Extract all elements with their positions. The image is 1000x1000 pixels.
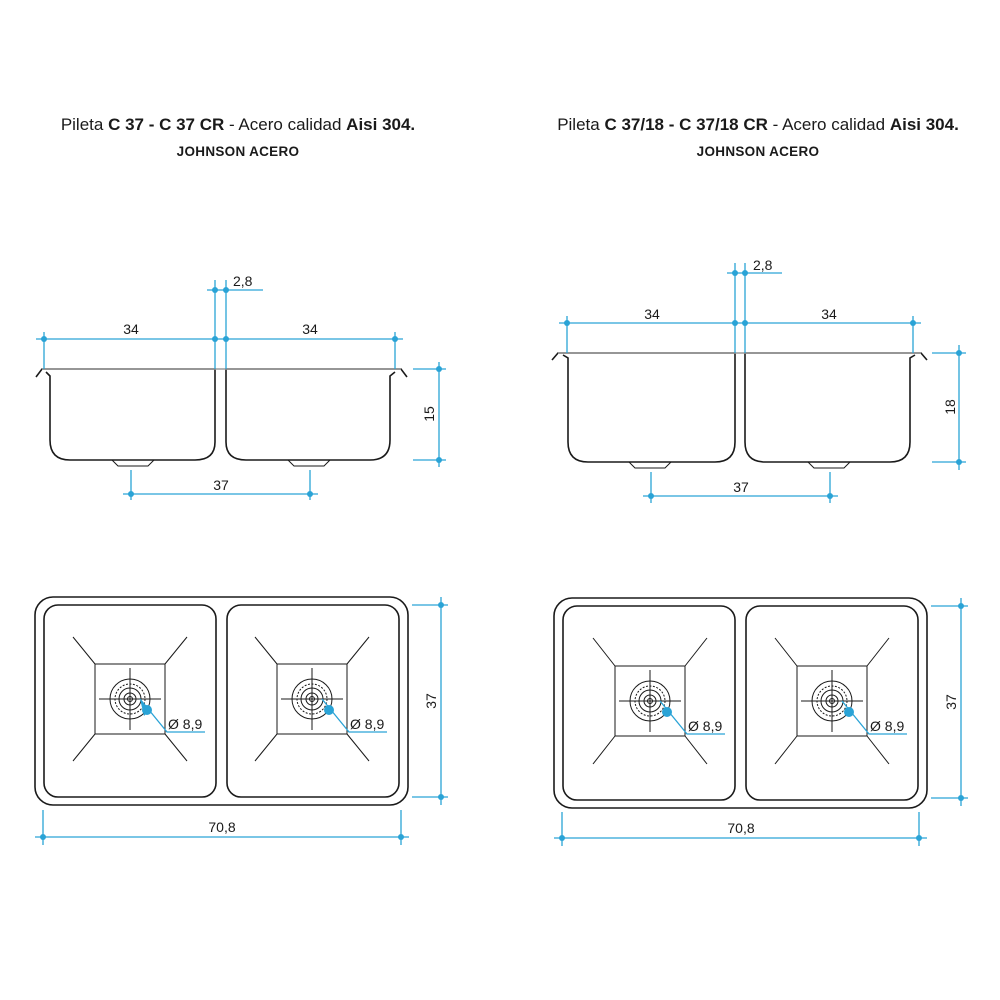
left-bowl-left-width: 34 [123,321,139,337]
right-drain-1-label: Ø 8,9 [688,718,722,734]
right-title: Pileta C 37/18 - C 37/18 CR - Acero cali… [557,115,959,134]
right-dim-length: 37 [931,598,968,806]
left-dim-length: 37 [412,597,448,805]
right-drain-2-label: Ø 8,9 [870,718,904,734]
left-dim-depth: 15 [413,362,446,467]
right-dim-drain-spacing: 37 [643,472,838,503]
right-brand: JOHNSON ACERO [696,144,820,159]
left-bowl-right-width: 34 [302,321,318,337]
left-dim-flange: 2,8 [207,273,263,369]
left-heading: Pileta C 37 - C 37 CR - Acero calidad Ai… [0,114,488,159]
left-drain-2-label: Ø 8,9 [350,716,384,732]
right-dim-flange: 2,8 [727,257,782,353]
left-brand: JOHNSON ACERO [176,144,300,159]
left-flange-label: 2,8 [233,273,253,289]
right-total-width-label: 70,8 [727,820,754,836]
left-total-width-label: 70,8 [208,819,235,835]
left-dim-drain-spacing: 37 [123,470,318,500]
left-plan-view: Ø 8,9 Ø 8,9 37 [34,596,448,845]
left-drain-1-label: Ø 8,9 [168,716,202,732]
right-dim-depth: 18 [932,345,966,470]
right-plan-drain-1: Ø 8,9 [592,637,725,765]
left-plan-drain-2: Ø 8,9 [254,636,387,762]
left-dim-total-width: 70,8 [35,810,409,845]
left-depth-label: 15 [421,406,437,422]
left-section-view: 2,8 34 34 15 37 [35,273,446,500]
left-plan-drain-1: Ø 8,9 [72,636,205,762]
right-bowl-right-width: 34 [821,306,837,322]
right-bowl-left-width: 34 [644,306,660,322]
left-length-label: 37 [423,693,439,709]
right-drain-spacing-label: 37 [733,479,749,495]
left-dim-bowl-widths: 34 34 [36,321,403,369]
right-length-label: 37 [943,694,959,710]
right-dim-total-width: 70,8 [554,812,927,846]
right-section-view: 2,8 34 34 18 37 [551,257,966,503]
left-drain-spacing-label: 37 [213,477,229,493]
right-plan-view: Ø 8,9 Ø 8,9 37 [553,597,968,846]
right-depth-label: 18 [942,399,958,415]
right-flange-label: 2,8 [753,257,773,273]
right-heading: Pileta C 37/18 - C 37/18 CR - Acero cali… [508,114,1000,159]
right-dim-bowl-widths: 34 34 [559,306,921,353]
left-title: Pileta C 37 - C 37 CR - Acero calidad Ai… [60,115,416,134]
right-plan-drain-2: Ø 8,9 [774,637,907,765]
